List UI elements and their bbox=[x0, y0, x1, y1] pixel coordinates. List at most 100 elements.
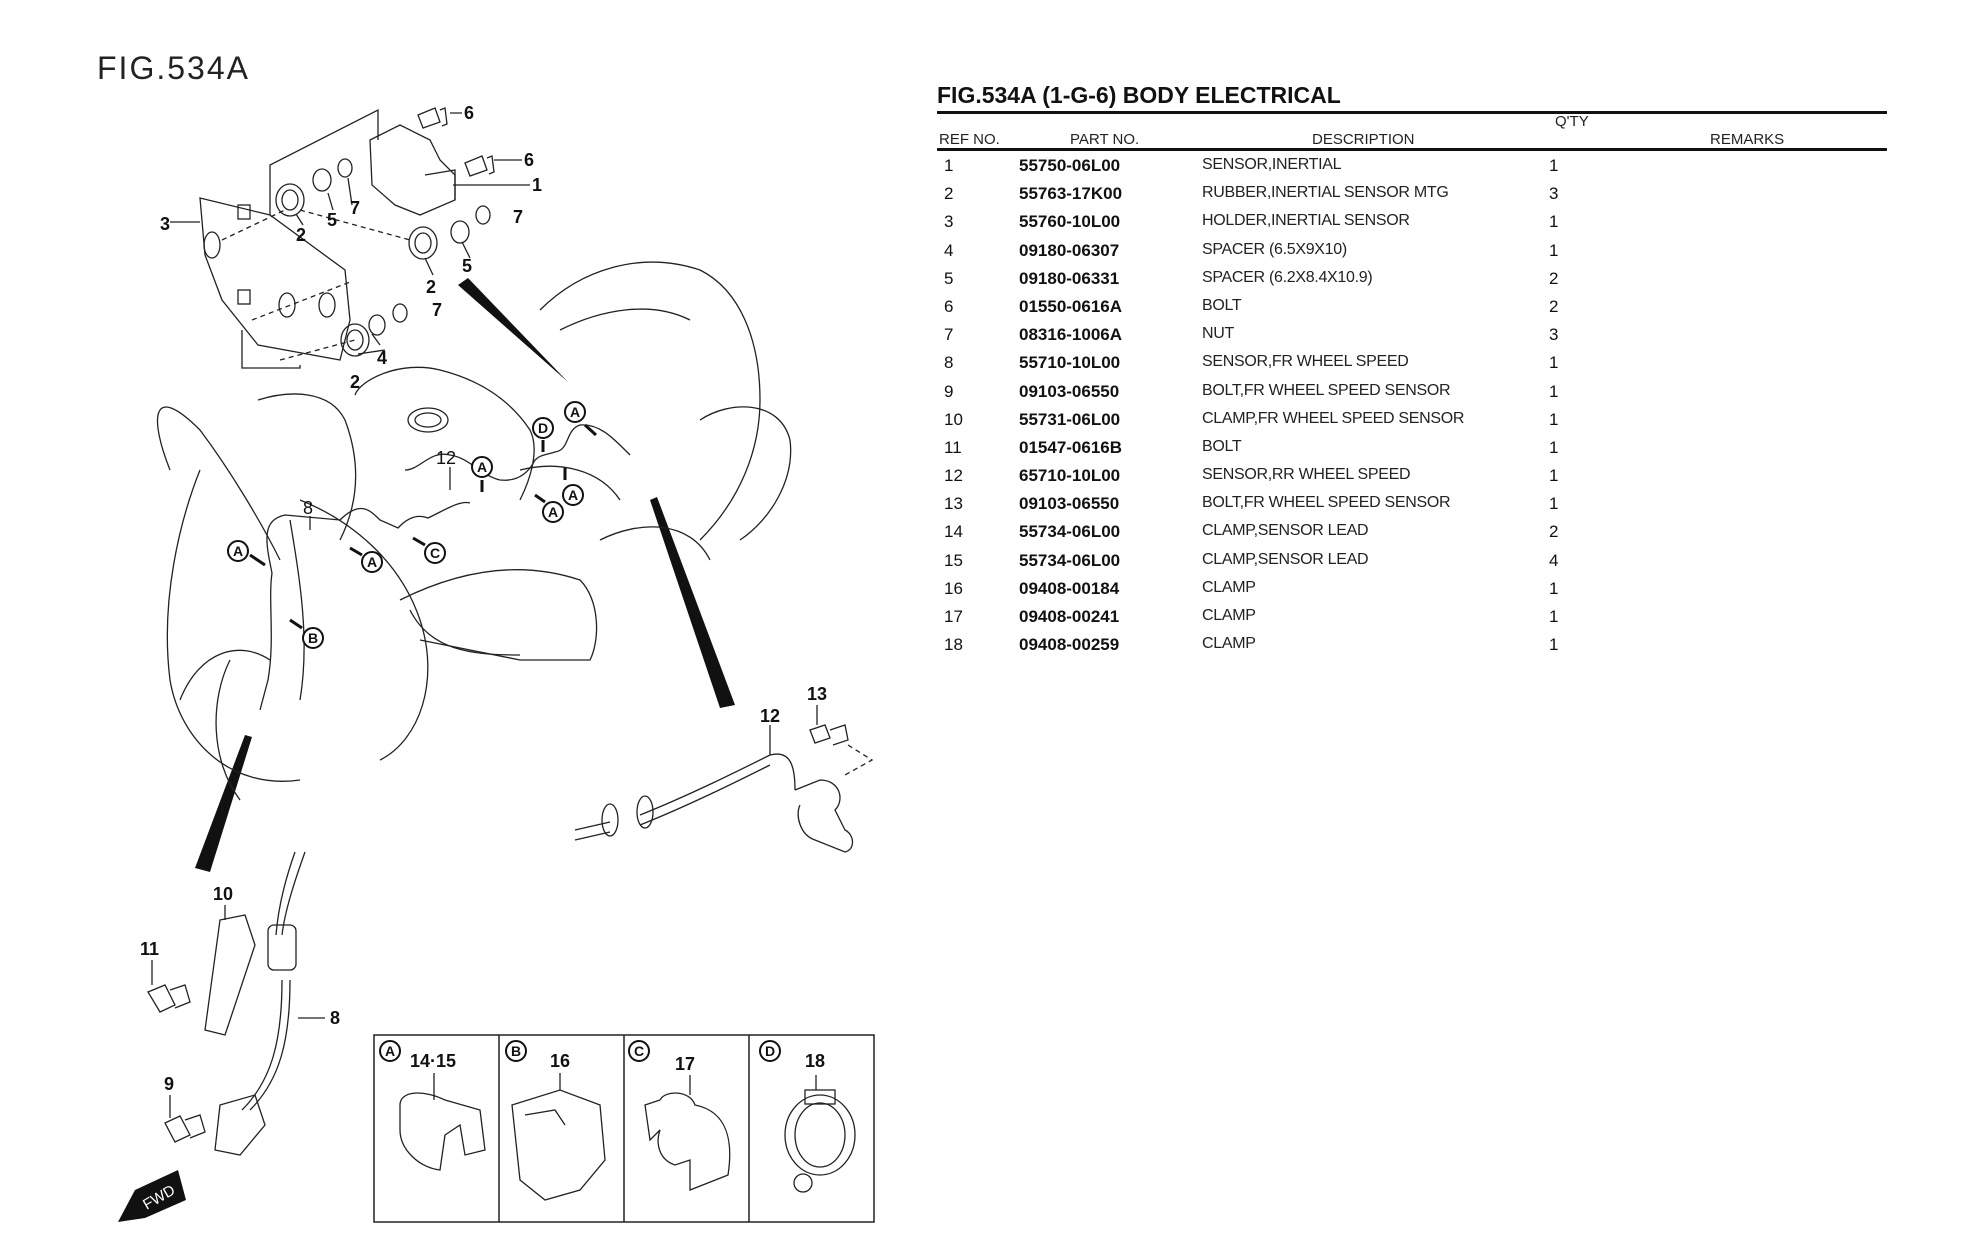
cell-ref-no: 4 bbox=[944, 240, 954, 260]
svg-text:A: A bbox=[477, 459, 487, 475]
svg-text:17: 17 bbox=[675, 1054, 695, 1074]
front-wheel-sensor-detail: 10 11 8 9 bbox=[140, 851, 340, 1156]
cell-part-no: 65710-10L00 bbox=[1019, 466, 1121, 486]
cell-description: CLAMP bbox=[1202, 578, 1256, 596]
cell-description: SENSOR,FR WHEEL SPEED bbox=[1202, 353, 1409, 371]
cell-qty: 1 bbox=[1549, 635, 1559, 655]
callout-2c: 2 bbox=[350, 372, 360, 392]
cell-qty: 1 bbox=[1549, 466, 1559, 486]
svg-text:A: A bbox=[568, 487, 578, 503]
cell-qty: 1 bbox=[1549, 240, 1559, 260]
svg-text:A: A bbox=[570, 404, 580, 420]
callout-6: 6 bbox=[464, 103, 474, 123]
detail-box-c: C 17 bbox=[628, 1040, 731, 1191]
cell-qty: 1 bbox=[1549, 353, 1559, 373]
fwd-direction-badge: FWD bbox=[118, 1170, 186, 1222]
rear-wheel-sensor-detail: 12 13 bbox=[574, 684, 874, 853]
parts-row: 1 55750-06L00 SENSOR,INERTIAL 1 bbox=[937, 154, 1887, 182]
cell-ref-no: 5 bbox=[944, 268, 954, 288]
cell-ref-no: 9 bbox=[944, 381, 954, 401]
svg-text:B: B bbox=[511, 1043, 521, 1059]
cell-description: CLAMP,FR WHEEL SPEED SENSOR bbox=[1202, 409, 1465, 427]
col-description: DESCRIPTION bbox=[1312, 131, 1415, 148]
cell-description: BOLT bbox=[1202, 296, 1242, 314]
cell-part-no: 09180-06331 bbox=[1019, 268, 1120, 288]
cell-qty: 2 bbox=[1549, 522, 1559, 542]
callout-8b: 8 bbox=[330, 1008, 340, 1028]
parts-list: FIG.534A (1-G-6) BODY ELECTRICAL REF NO.… bbox=[937, 78, 1887, 661]
cell-ref-no: 17 bbox=[944, 607, 963, 626]
inertial-sensor-assembly: 3 2 5 7 2 5 7 7 4 2 6 6 1 bbox=[160, 103, 542, 392]
col-qty: Q'TY bbox=[1555, 113, 1589, 130]
svg-text:D: D bbox=[765, 1043, 775, 1059]
callout-1: 1 bbox=[532, 175, 542, 195]
callout-5b: 5 bbox=[462, 256, 472, 276]
callout-8: 8 bbox=[303, 498, 313, 518]
cell-ref-no: 11 bbox=[944, 437, 962, 457]
cell-description: SENSOR,INERTIAL bbox=[1202, 156, 1342, 173]
cell-qty: 1 bbox=[1549, 607, 1559, 626]
cell-part-no: 55750-06L00 bbox=[1019, 156, 1121, 175]
cell-part-no: 55710-10L00 bbox=[1019, 353, 1121, 373]
svg-text:A: A bbox=[367, 554, 377, 570]
svg-text:14·15: 14·15 bbox=[410, 1051, 456, 1071]
cell-description: SPACER (6.5X9X10) bbox=[1202, 240, 1347, 258]
cell-ref-no: 16 bbox=[944, 578, 963, 598]
motorcycle-outline bbox=[156, 261, 792, 801]
cell-qty: 3 bbox=[1549, 184, 1559, 204]
svg-text:A: A bbox=[548, 504, 558, 520]
cell-description: NUT bbox=[1202, 325, 1234, 343]
cell-qty: 1 bbox=[1549, 578, 1559, 598]
svg-text:A: A bbox=[385, 1043, 395, 1059]
col-ref-no: REF NO. bbox=[939, 131, 1000, 148]
parts-row: 11 01547-0616B BOLT 1 bbox=[937, 436, 1887, 464]
cell-qty: 2 bbox=[1549, 268, 1559, 288]
cell-ref-no: 14 bbox=[944, 522, 963, 542]
cell-qty: 1 bbox=[1549, 494, 1559, 514]
parts-list-title: FIG.534A (1-G-6) BODY ELECTRICAL bbox=[937, 82, 1341, 108]
cell-qty: 1 bbox=[1549, 156, 1559, 175]
callout-6b: 6 bbox=[524, 150, 534, 170]
parts-row: 4 09180-06307 SPACER (6.5X9X10) 1 bbox=[937, 239, 1887, 267]
cell-description: BOLT bbox=[1202, 437, 1242, 455]
detail-box-a: A 14·15 bbox=[379, 1040, 486, 1171]
cell-ref-no: 15 bbox=[944, 550, 963, 570]
cell-qty: 1 bbox=[1549, 437, 1559, 457]
svg-text:B: B bbox=[308, 630, 318, 646]
callout-4: 4 bbox=[377, 348, 387, 368]
cell-part-no: 09408-00184 bbox=[1019, 578, 1120, 598]
detail-box-b: B 16 bbox=[505, 1040, 606, 1201]
cell-qty: 1 bbox=[1549, 381, 1559, 401]
callout-3: 3 bbox=[160, 214, 170, 234]
callout-7: 7 bbox=[350, 198, 360, 218]
cell-qty: 1 bbox=[1549, 212, 1559, 232]
callout-13: 13 bbox=[807, 684, 827, 704]
cell-part-no: 09180-06307 bbox=[1019, 240, 1120, 260]
cell-qty: 3 bbox=[1549, 325, 1559, 345]
cell-ref-no: 3 bbox=[944, 212, 954, 232]
figure-label: FIG.534A bbox=[97, 50, 250, 86]
detail-box-d: D 18 bbox=[759, 1040, 856, 1193]
cell-part-no: 01547-0616B bbox=[1019, 437, 1123, 457]
clamp-markers: A A B C A D A A A 8 12 bbox=[227, 401, 598, 649]
cell-qty: 1 bbox=[1549, 409, 1559, 429]
cell-ref-no: 1 bbox=[944, 156, 954, 175]
cell-description: CLAMP bbox=[1202, 607, 1256, 624]
cell-description: SENSOR,RR WHEEL SPEED bbox=[1202, 466, 1411, 484]
cell-description: HOLDER,INERTIAL SENSOR bbox=[1202, 212, 1410, 230]
svg-text:18: 18 bbox=[805, 1051, 825, 1071]
cell-qty: 2 bbox=[1549, 296, 1559, 316]
pointer-wedge-front bbox=[195, 735, 252, 872]
callout-12b: 12 bbox=[760, 706, 780, 726]
cell-description: BOLT,FR WHEEL SPEED SENSOR bbox=[1202, 381, 1451, 399]
svg-text:D: D bbox=[538, 420, 548, 436]
pointer-wedge-sensor bbox=[458, 278, 568, 382]
